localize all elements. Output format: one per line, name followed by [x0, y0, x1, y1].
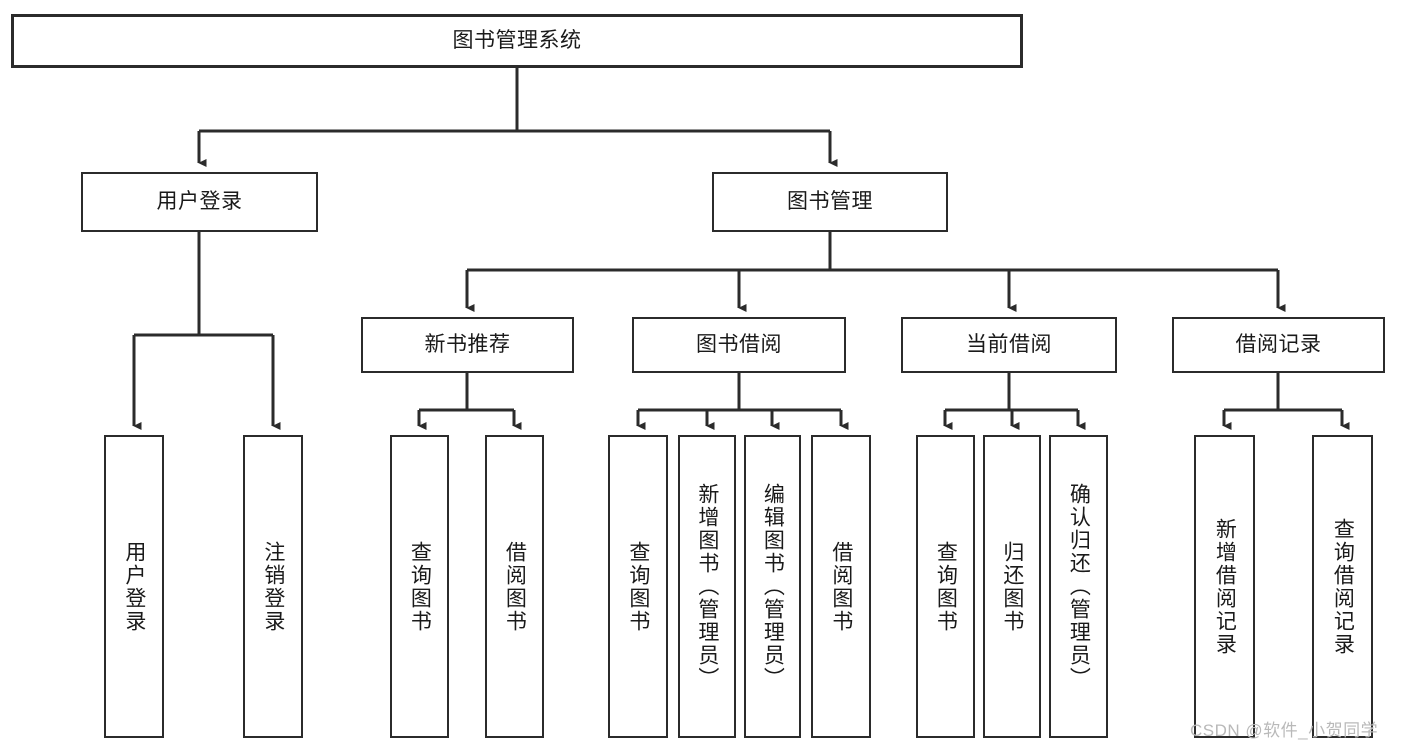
node-label: 新增借阅记录	[1213, 517, 1237, 656]
node-label: 查询借阅记录	[1331, 517, 1355, 656]
node-book-borrow[interactable]: 图书借阅	[632, 317, 846, 373]
leaf-query-borrow-record[interactable]: 查询借阅记录	[1312, 435, 1373, 738]
leaf-add-book-admin[interactable]: 新增图书（管理员）	[678, 435, 736, 738]
node-root-system[interactable]: 图书管理系统	[11, 14, 1023, 68]
leaf-query-books-current[interactable]: 查询图书	[916, 435, 975, 738]
edge-group-new-book-recommend	[417, 373, 522, 431]
node-label: 注销登录	[261, 540, 285, 633]
node-user-login[interactable]: 用户登录	[81, 172, 318, 232]
node-label: 用户登录	[156, 190, 243, 214]
leaf-add-borrow-record[interactable]: 新增借阅记录	[1194, 435, 1255, 738]
edge-group-borrow-records	[1222, 373, 1350, 431]
node-borrow-records[interactable]: 借阅记录	[1172, 317, 1385, 373]
node-label: 归还图书	[1000, 540, 1024, 633]
node-label: 借阅图书	[829, 540, 853, 633]
node-label: 确认归还（管理员）	[1067, 483, 1091, 690]
leaf-borrow-books[interactable]: 借阅图书	[811, 435, 871, 738]
edge-group-book-borrow	[636, 373, 849, 431]
leaf-logout-login[interactable]: 注销登录	[243, 435, 303, 738]
edge-group-book-management	[465, 232, 1286, 313]
node-label: 查询图书	[934, 540, 958, 633]
leaf-query-books-borrow[interactable]: 查询图书	[608, 435, 668, 738]
leaf-borrow-books-recommend[interactable]: 借阅图书	[485, 435, 544, 738]
node-label: 图书管理系统	[452, 29, 582, 53]
edge-group-current-borrow	[943, 373, 1086, 431]
node-label: 新书推荐	[424, 333, 511, 357]
leaf-query-books-recommend[interactable]: 查询图书	[390, 435, 449, 738]
edge-group-user-login	[132, 232, 281, 431]
node-book-management[interactable]: 图书管理	[712, 172, 948, 232]
node-label: 查询图书	[408, 540, 432, 633]
node-label: 查询图书	[626, 540, 650, 633]
leaf-confirm-return-admin[interactable]: 确认归还（管理员）	[1049, 435, 1108, 738]
leaf-user-login[interactable]: 用户登录	[104, 435, 164, 738]
node-label: 借阅图书	[503, 540, 527, 633]
node-label: 图书借阅	[696, 333, 782, 357]
node-label: 借阅记录	[1235, 333, 1322, 357]
leaf-return-books[interactable]: 归还图书	[983, 435, 1041, 738]
node-label: 编辑图书（管理员）	[761, 483, 785, 690]
node-label: 新增图书（管理员）	[695, 483, 719, 690]
node-label: 用户登录	[122, 540, 146, 633]
node-label: 图书管理	[787, 190, 873, 214]
leaf-edit-book-admin[interactable]: 编辑图书（管理员）	[744, 435, 801, 738]
node-label: 当前借阅	[966, 333, 1052, 357]
edge-group-root	[197, 68, 838, 168]
csdn-watermark: CSDN @软件_小贺同学	[1190, 721, 1379, 740]
node-current-borrow[interactable]: 当前借阅	[901, 317, 1117, 373]
node-new-book-recommend[interactable]: 新书推荐	[361, 317, 574, 373]
